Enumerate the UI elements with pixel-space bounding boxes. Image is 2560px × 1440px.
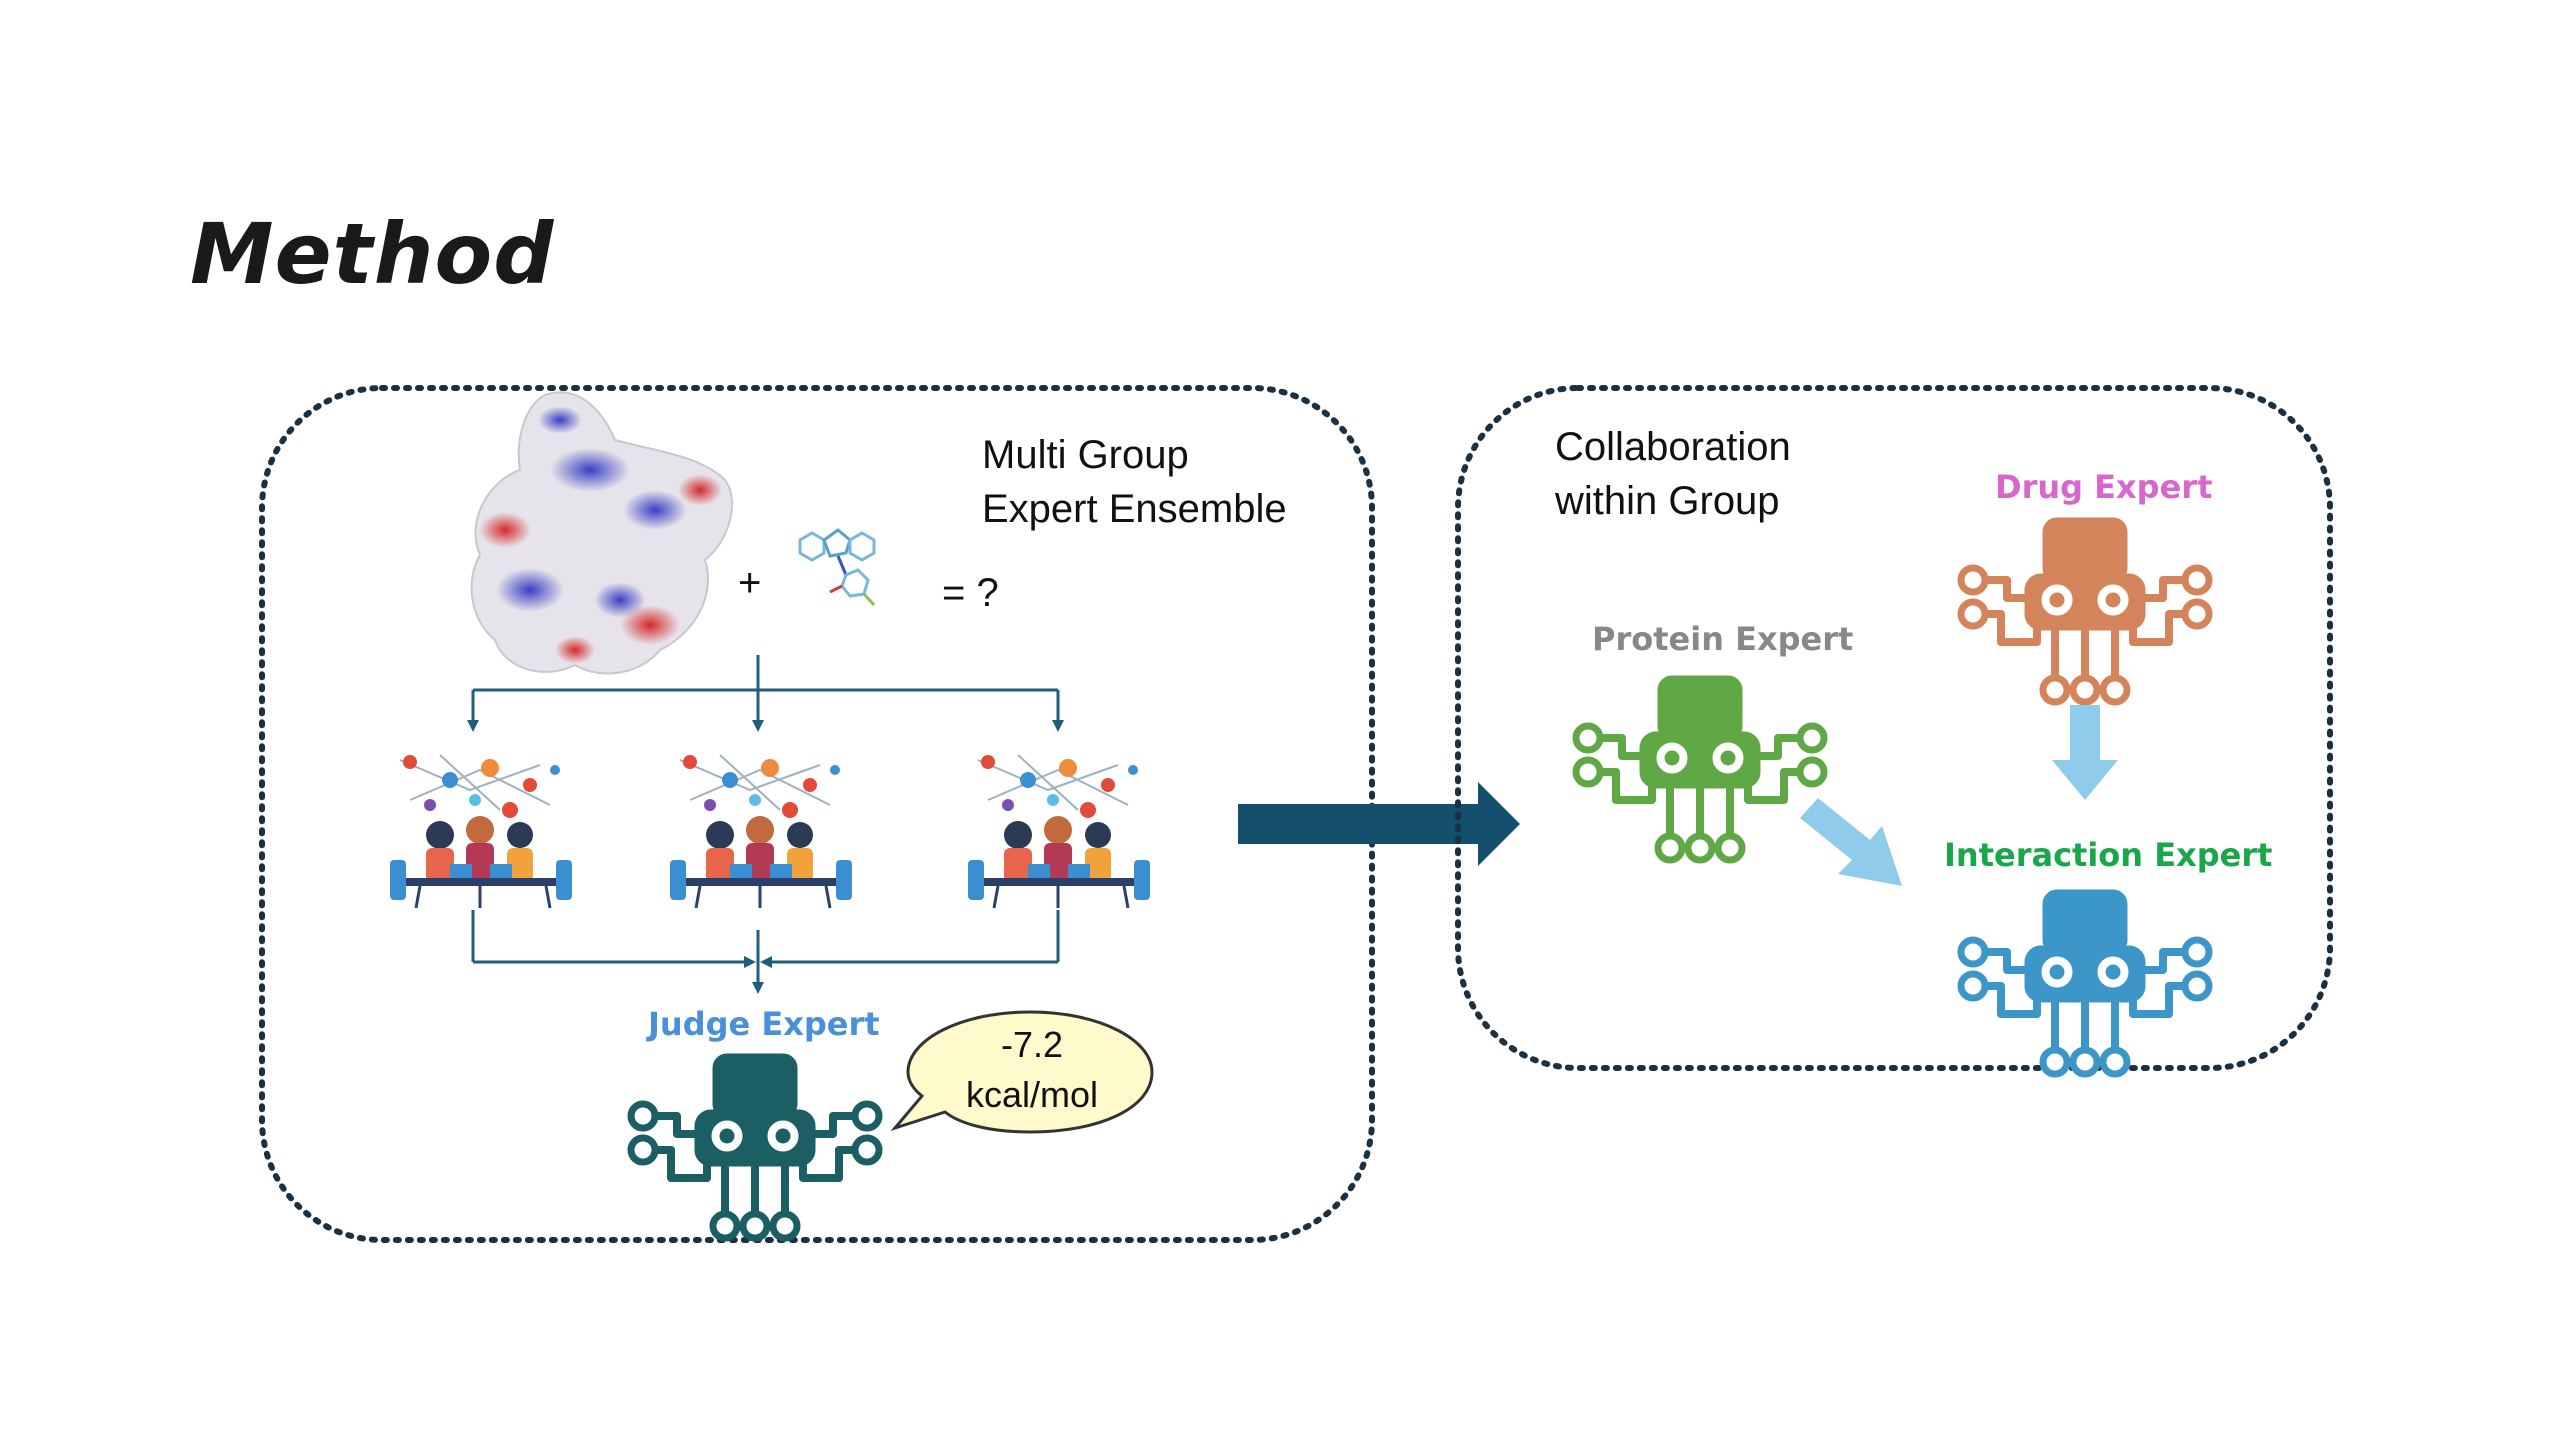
ligand-molecule-image	[798, 528, 876, 607]
drug-to-interaction-arrow	[2052, 705, 2118, 800]
flow-arrowheads	[467, 720, 1064, 994]
page-title: Method	[190, 205, 555, 303]
ensemble-heading-line1: Multi Group	[982, 433, 1189, 477]
protein-expert-label: Protein Expert	[1592, 620, 1854, 658]
interaction-expert-robot-icon	[1961, 890, 2209, 1074]
interaction-expert-label: Interaction Expert	[1944, 836, 2273, 874]
transition-arrow	[1238, 782, 1520, 866]
expert-group-image-1	[378, 738, 582, 912]
plus-sign: +	[738, 561, 762, 605]
expert-group-image-3	[956, 738, 1160, 912]
result-unit: kcal/mol	[965, 1074, 1099, 1115]
flow-connectors	[471, 655, 1060, 985]
result-value: -7.2	[1000, 1024, 1064, 1065]
protein-expert-robot-icon	[1576, 676, 1824, 860]
protein-structure-image	[470, 391, 734, 675]
equals-question: = ?	[942, 571, 999, 615]
drug-expert-label: Drug Expert	[1995, 468, 2213, 506]
judge-expert-label: Judge Expert	[648, 1005, 880, 1043]
result-speech-bubble	[890, 1010, 1154, 1134]
protein-to-interaction-arrow	[1800, 798, 1902, 886]
drug-expert-robot-icon	[1961, 518, 2209, 702]
collaboration-panel	[1455, 385, 2333, 1071]
expert-group-image-2	[658, 738, 862, 912]
ensemble-heading-line2: Expert Ensemble	[982, 487, 1287, 531]
collaboration-heading-line1: Collaboration	[1555, 425, 1791, 469]
ensemble-panel	[259, 385, 1375, 1243]
judge-robot-icon	[631, 1054, 879, 1238]
collaboration-heading-line2: within Group	[1555, 479, 1780, 523]
